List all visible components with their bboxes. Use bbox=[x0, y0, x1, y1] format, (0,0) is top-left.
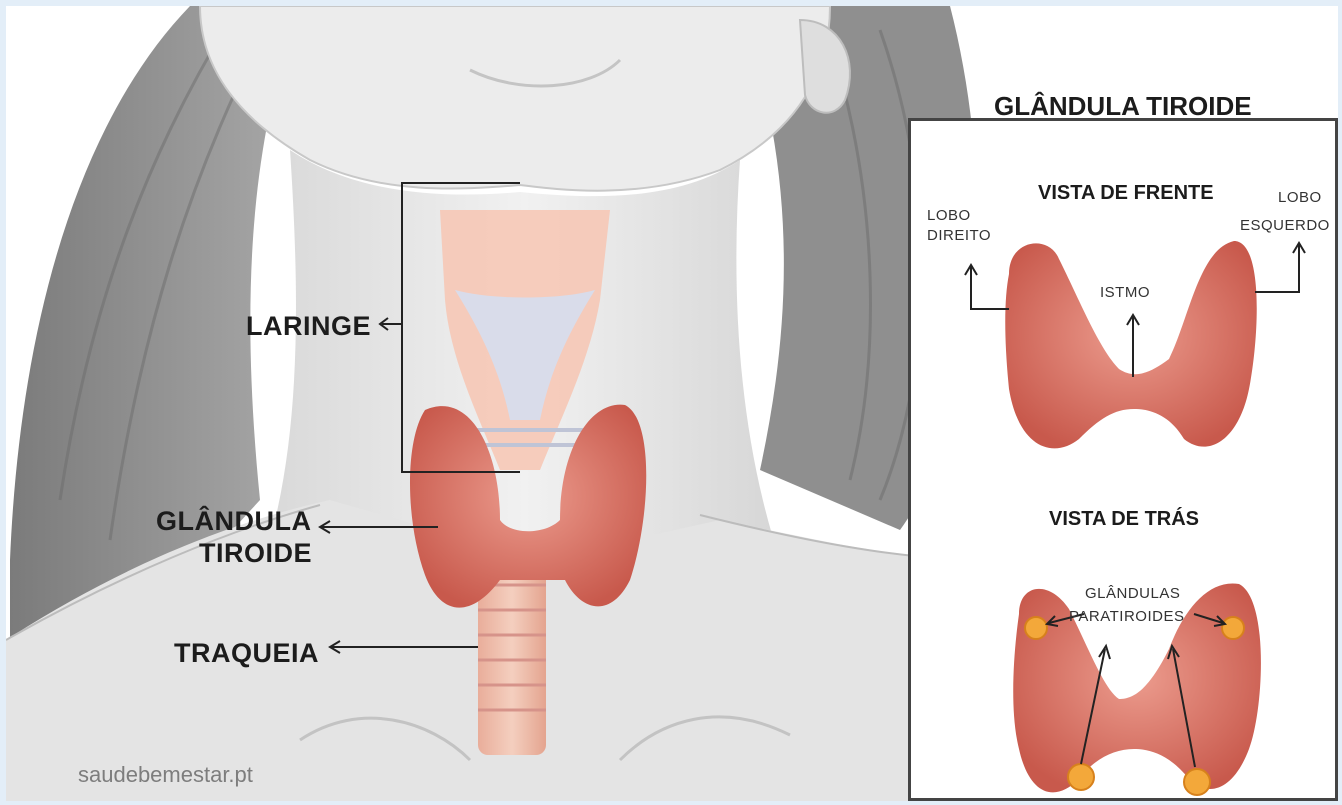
label-glandula-line1: GLÂNDULA bbox=[156, 506, 311, 536]
illustration-panel: LARINGE GLÂNDULA TIROIDE TRAQUEIA saudeb… bbox=[6, 6, 1338, 801]
laryngx-bracket bbox=[402, 183, 520, 472]
lobo-direito-leader bbox=[965, 265, 1009, 309]
watermark: saudebemestar.pt bbox=[78, 762, 253, 788]
laringe-arrow bbox=[380, 318, 402, 330]
parathyroid-top-left bbox=[1025, 617, 1047, 639]
inset-box: VISTA DE FRENTE LOBO DIREITO LOBO ESQUER… bbox=[908, 118, 1338, 801]
paratiroides-label-2: PARATIROIDES bbox=[1069, 607, 1184, 627]
lobo-esquerdo-label-2: ESQUERDO bbox=[1240, 216, 1330, 236]
lobo-direito-label-2: DIREITO bbox=[927, 226, 991, 246]
front-thyroid bbox=[1005, 241, 1256, 448]
traqueia-arrow bbox=[330, 641, 478, 653]
inset-title: GLÂNDULA TIROIDE bbox=[994, 92, 1252, 120]
parathyroid-bottom-right bbox=[1184, 769, 1210, 795]
front-view-heading: VISTA DE FRENTE bbox=[1038, 181, 1214, 205]
paratiroides-label-1: GLÂNDULAS bbox=[1085, 584, 1180, 604]
istmo-leader bbox=[1127, 315, 1139, 377]
parathyroid-top-right bbox=[1222, 617, 1244, 639]
lobo-direito-label-1: LOBO bbox=[927, 206, 971, 226]
label-traqueia: TRAQUEIA bbox=[174, 638, 319, 668]
istmo-label: ISTMO bbox=[1100, 283, 1150, 303]
back-view-heading: VISTA DE TRÁS bbox=[1049, 507, 1199, 531]
lobo-esquerdo-label-1: LOBO bbox=[1278, 188, 1322, 208]
tiroide-arrow bbox=[320, 521, 438, 533]
label-laringe: LARINGE bbox=[246, 311, 371, 341]
label-glandula-line2: TIROIDE bbox=[199, 538, 312, 568]
lobo-esquerdo-leader bbox=[1255, 243, 1305, 292]
parathyroid-bottom-left bbox=[1068, 764, 1094, 790]
